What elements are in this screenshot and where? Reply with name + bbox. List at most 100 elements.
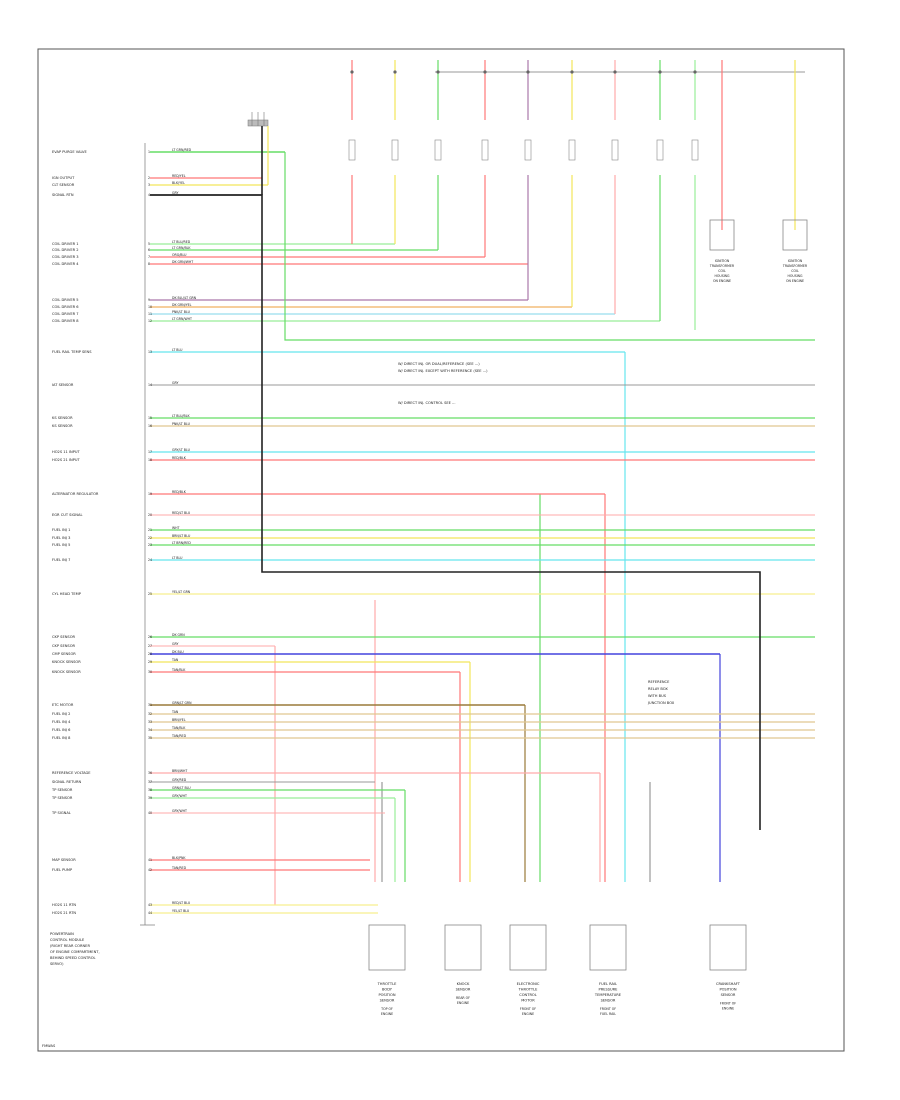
wire-color-label: GRN/LT BLU [172,786,191,790]
wire-color-label: LT GRN/RED [172,148,192,152]
component-body [368,924,406,971]
wire-color-label: ORG/BLU [172,253,187,257]
harness-connector-top [247,112,269,127]
module-pin-number: 11 [148,312,152,316]
wire-color-label: TAN/BLK [171,726,186,730]
module-pin-number: 32 [148,712,152,716]
bus-junction-dot [693,70,697,74]
housing-caption: TRANSFORMER [709,264,735,268]
module-pin-label: REFERENCE VOLTAGE [52,771,91,775]
housing-caption: ON ENGINE [786,279,804,283]
coil-symbol [391,139,399,161]
module-pin-number: 14 [148,383,152,387]
component-name: BODY [382,988,393,992]
module-pin-label: COIL DRIVER 5 [52,298,79,302]
wire-color-label: GRY/WHT [172,794,187,798]
module-pin-label: HO2S 11 INPUT [52,450,81,454]
module-pin-label: FUEL INJ 8 [52,736,71,740]
note-1: W/ DIRECT INJ. OR DUAL/REFERENCE (SEE ..… [398,362,480,366]
module-pin-label: KS SENSOR [52,416,73,420]
note-3: W/ DIRECT INJ. CONTROL SEE ... [398,401,456,405]
module-pin-number: 44 [148,911,152,915]
title-line-6: SERVO) [50,962,64,966]
module-pin-label: HO2S 11 RTN [52,903,76,907]
note-2: W/ DIRECT INJ. EXCEPT WITH REFERENCE (SE… [398,369,488,373]
component-name: CRANKSHAFT [716,982,741,986]
module-pin-label: FUEL INJ 6 [52,728,71,732]
component-location: ENGINE [457,1001,469,1005]
module-pin-number: 39 [148,796,152,800]
module-pin-number: 25 [148,592,152,596]
wire-color-label: YEL/LT GRN [172,590,191,594]
module-pin-label: IAT SENSOR [52,383,74,387]
component-body [589,924,627,971]
module-pin-label: FUEL INJ 2 [52,712,70,716]
component-name: SENSOR [721,993,736,997]
component-body [509,924,547,971]
module-pin-label: ETC MOTOR [52,703,74,707]
wire-color-label: GRY [172,381,178,385]
note-7: JUNCTION BOX [647,701,675,705]
module-pin-number: 36 [148,771,152,775]
component-name: CONTROL [519,993,537,997]
note-6: WITH BUS [648,694,667,698]
housing-body [782,219,808,251]
component-name: POSITION [719,988,736,992]
module-pin-number: 4 [148,193,150,197]
wire-color-label: TAN [171,658,179,662]
module-pin-number: 7 [148,255,150,259]
wire-color-label: PNK/LT BLU [172,310,191,314]
module-pin-label: TP SIGNAL [51,811,71,815]
module-pin-number: 19 [148,492,152,496]
coil-symbol [611,139,619,161]
component-name: ELECTRONIC [517,982,540,986]
module-pin-number: 41 [148,858,152,862]
bus-junction-dot [393,70,397,74]
module-pin-label: COIL DRIVER 3 [52,255,79,259]
component-name: FUEL RAIL [599,982,617,986]
wire-color-label: GRY/LT BLU [172,448,191,452]
wire-color-label: DK GRN/WHT [172,260,193,264]
module-pin-number: 26 [148,635,152,639]
bus-junction-dot [350,70,354,74]
wire-color-label: TAN/RED [171,734,187,738]
wire-color-label: RED/LT BLU [172,901,191,905]
module-pin-number: 40 [148,811,152,815]
module-pin-label: COIL DRIVER 2 [52,248,79,252]
bus-junction-dot [436,70,440,74]
bus-junction-dot [658,70,662,74]
ground-trunk-wire [150,194,761,830]
wire-color-label: WHT [172,526,180,530]
module-pin-number: 24 [148,558,152,562]
wire-color-label: BLK/PNK [172,856,186,860]
wire-color-label: GRY [172,642,178,646]
housing-caption: HOUSING [714,274,730,278]
title-line-3: (RIGHT REAR CORNER [50,944,90,948]
component-location: TOP OF [380,1007,393,1011]
component-location: ENGINE [381,1012,393,1016]
wire-color-label: LT BLU/RED [172,240,191,244]
component-name: POSITION [378,993,395,997]
wire-color-label: RED/BLK [172,490,187,494]
title-line-5: BEHIND SPEED CONTROL [50,956,96,960]
module-pin-label: EGR CUT SIGNAL [52,513,82,517]
title-block: POWERTRAIN CONTROL MODULE (RIGHT REAR CO… [50,932,100,966]
housing-caption: HOUSING [787,274,803,278]
module-pin-label: KS SENSOR [52,424,73,428]
housing-caption: IGNITION [715,259,730,263]
component-name: SENSOR [601,999,616,1003]
component-body [444,924,482,971]
wire-color-label: RED/YEL [172,174,186,178]
module-pin-label: CYL HEAD TEMP [52,592,82,596]
module-pin-label: CKP SENSOR [52,635,76,639]
note-4: REFERENCE [648,680,670,684]
coil-symbol [691,139,699,161]
module-pin-number: 43 [148,903,152,907]
module-pin-label: HO2S 21 RTN [52,911,76,915]
module-pin-number: 9 [148,298,150,302]
component-location: ENGINE [722,1007,734,1011]
module-pin-label: CKP SENSOR [52,644,76,648]
component-name: TEMPERATURE [594,993,622,997]
component-name: THROTTLE [377,982,398,986]
